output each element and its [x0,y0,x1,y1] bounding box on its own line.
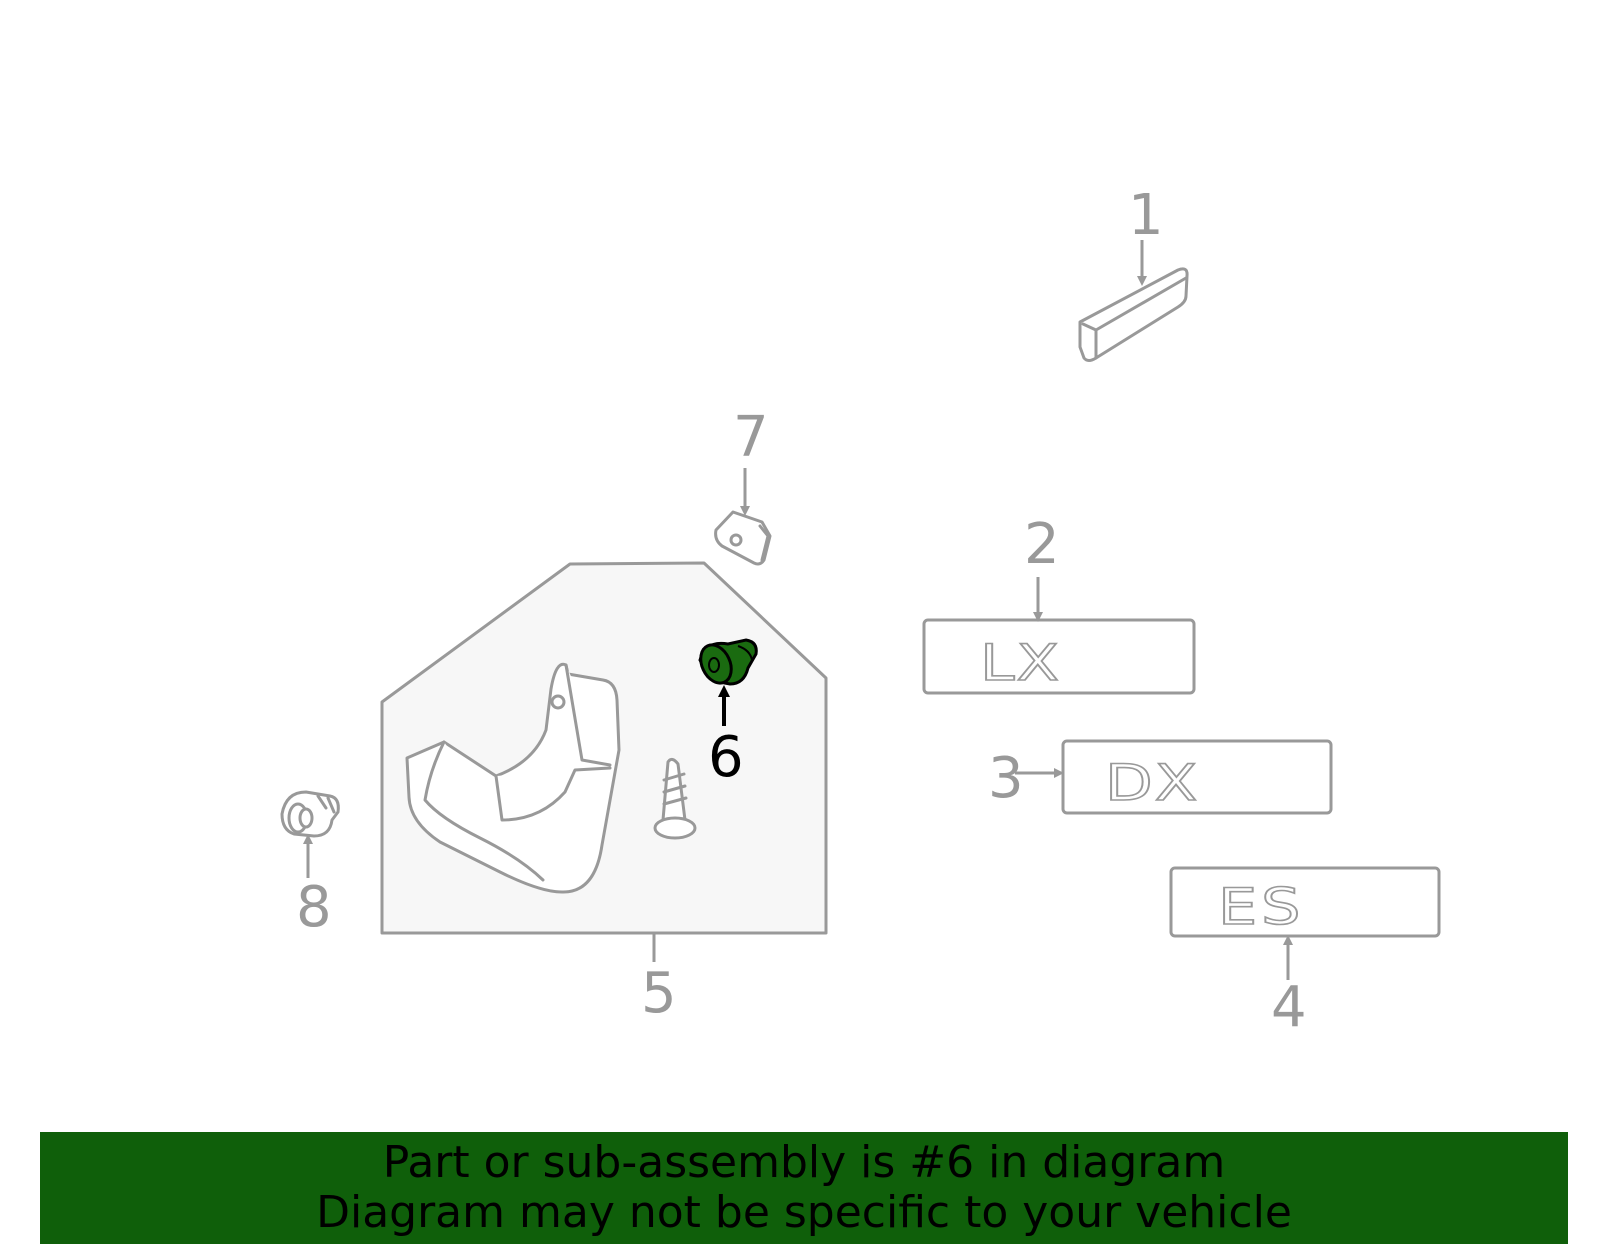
part-7-retainer-clip [714,468,772,566]
callout-7[interactable]: 7 [733,405,769,470]
part-6-clip[interactable] [695,638,758,726]
callout-1[interactable]: 1 [1128,183,1164,248]
callout-2[interactable]: 2 [1024,512,1060,577]
emblem-lx-text: LX [980,635,1061,692]
callout-5[interactable]: 5 [641,961,677,1026]
part-8-push-clip [280,790,340,878]
emblem-dx-text: DX [1105,755,1199,812]
part-3-dx-emblem: DX [1015,739,1333,815]
callout-8[interactable]: 8 [296,875,332,940]
part-4-es-emblem: ES [1169,866,1441,980]
part-1-trim-strip [1078,240,1189,362]
callout-6[interactable]: 6 [708,725,744,790]
info-banner: Part or sub-assembly is #6 in diagram Di… [40,1132,1568,1244]
callout-3[interactable]: 3 [988,746,1024,811]
part-2-lx-emblem: LX [922,577,1196,695]
banner-line-part: Part or sub-assembly is #6 in diagram [382,1137,1226,1188]
callout-4[interactable]: 4 [1271,975,1307,1040]
part-5-mud-guard-kit [380,561,828,962]
emblem-es-text: ES [1218,879,1305,936]
banner-line-disclaimer: Diagram may not be specific to your vehi… [316,1187,1292,1238]
